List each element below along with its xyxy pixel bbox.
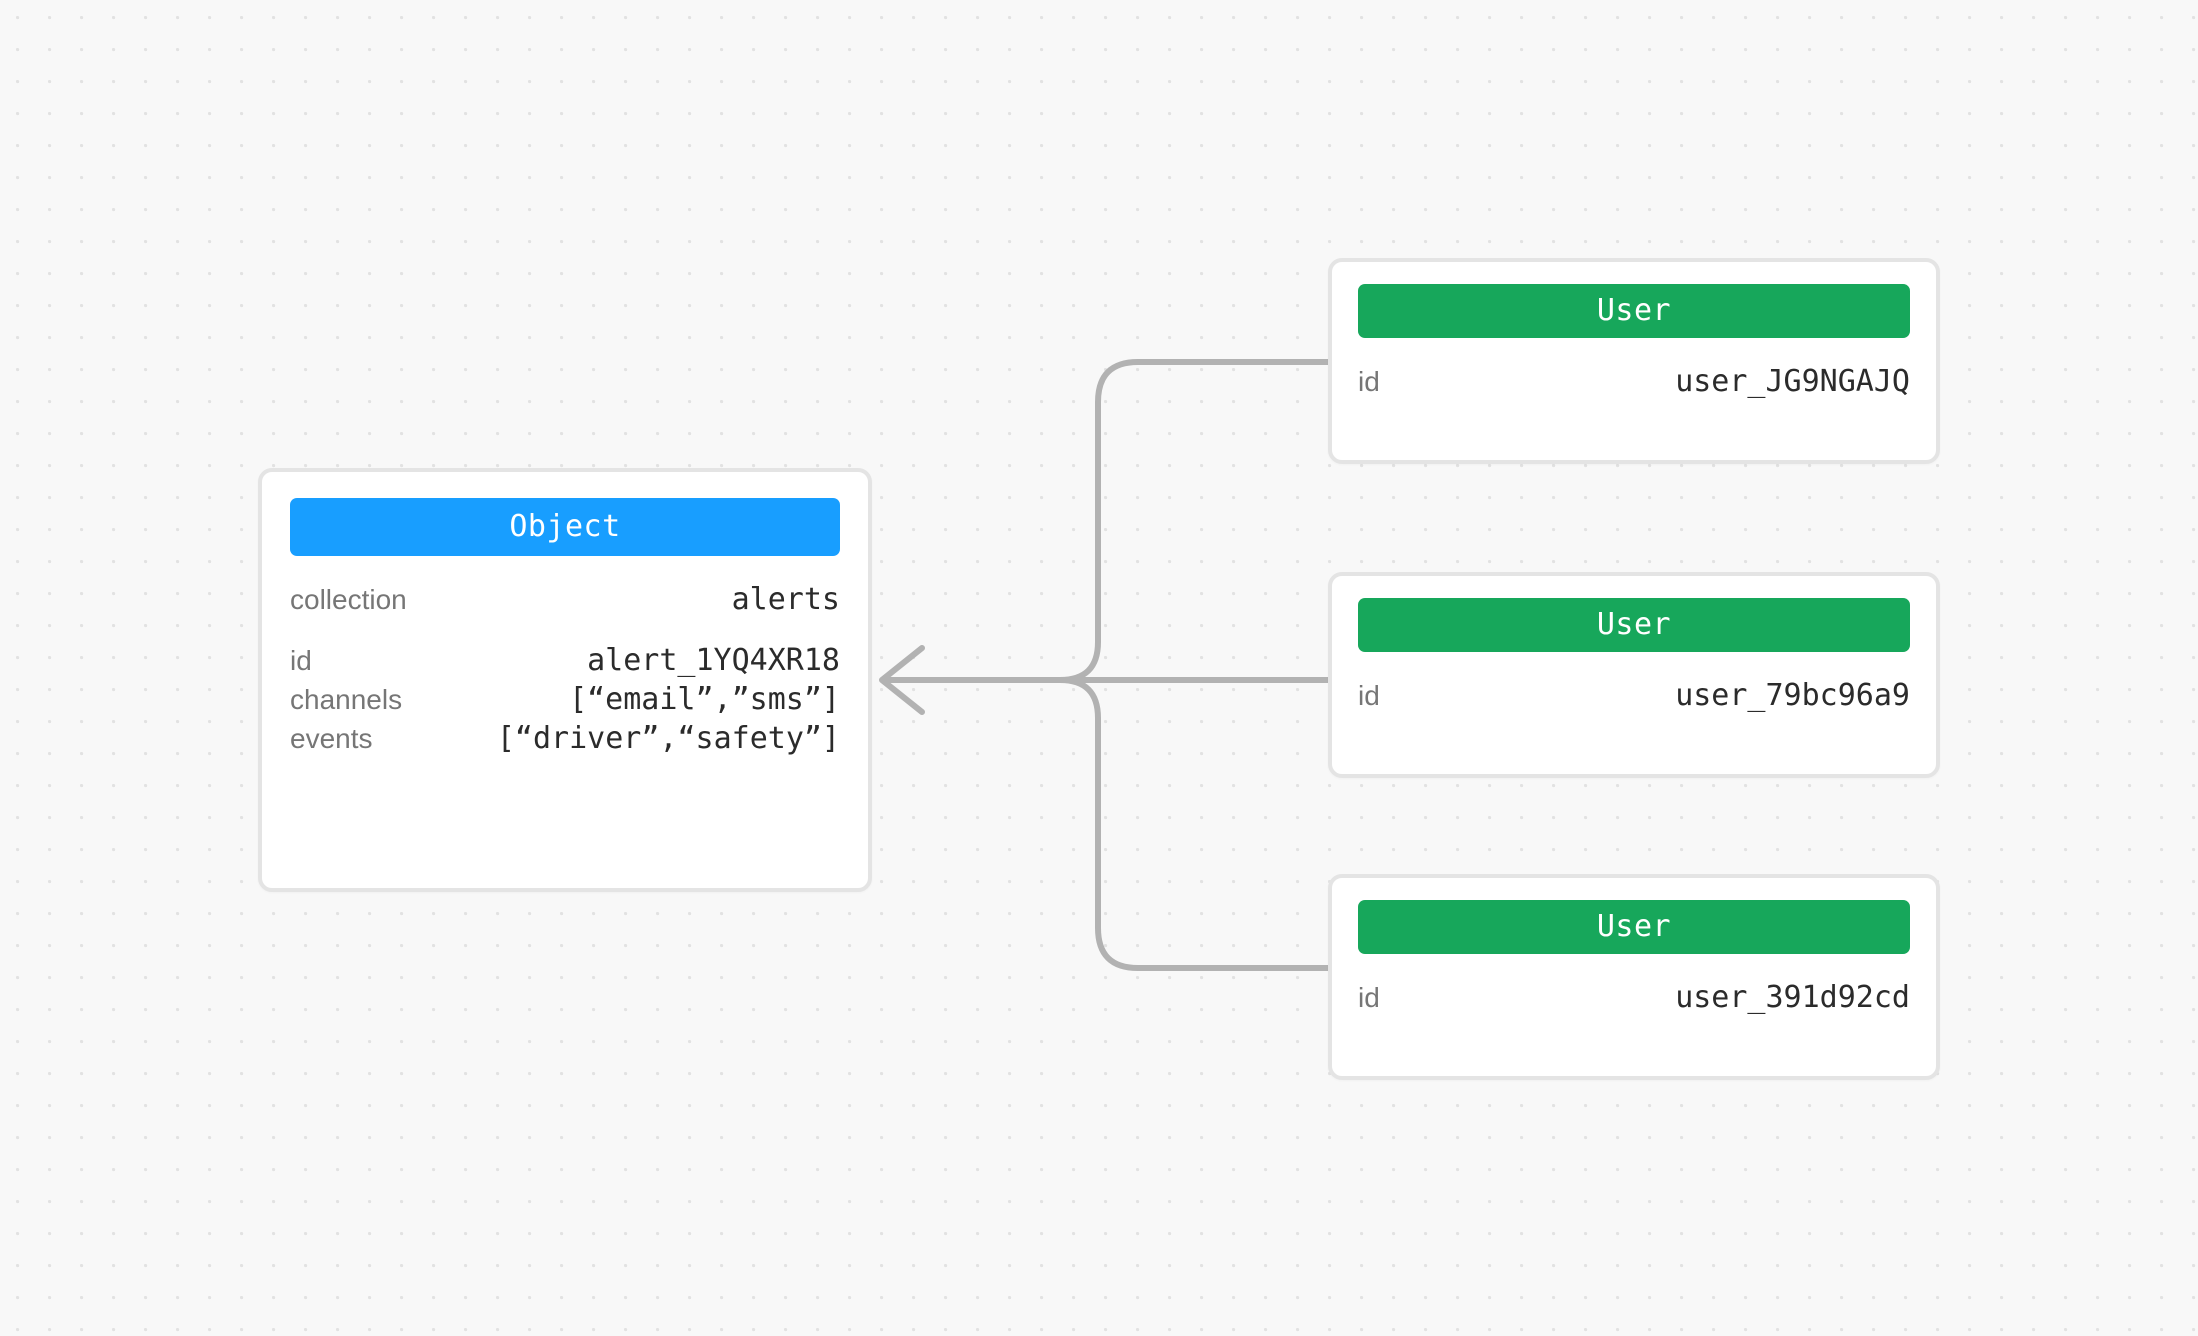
connector-edge-user-0 [1057, 359, 1331, 683]
user-node-1-title: User [1358, 598, 1910, 652]
object-node-fields: collection alerts id alert_1YQ4XR18 chan… [262, 556, 868, 756]
user-node-0-title: User [1358, 284, 1910, 338]
object-node-title: Object [290, 498, 840, 556]
user-node-0-fields: id user_JG9NGAJQ [1332, 338, 1936, 399]
user-node-2-title: User [1358, 900, 1910, 954]
user-node-2-field-id: id user_391d92cd [1358, 980, 1910, 1015]
object-node[interactable]: Object collection alerts id alert_1YQ4XR… [258, 468, 872, 892]
user-node-0-field-id: id user_JG9NGAJQ [1358, 364, 1910, 399]
object-field-events-key: events [290, 723, 373, 754]
object-field-id-value: alert_1YQ4XR18 [587, 643, 840, 678]
object-field-channels-key: channels [290, 684, 403, 715]
user-node-0[interactable]: User id user_JG9NGAJQ [1328, 258, 1940, 464]
user-node-1-fields: id user_79bc96a9 [1332, 652, 1936, 713]
user-node-0-field-id-key: id [1358, 366, 1380, 397]
user-node-2[interactable]: User id user_391d92cd [1328, 874, 1940, 1080]
user-node-1-field-id: id user_79bc96a9 [1358, 678, 1910, 713]
object-field-id-key: id [290, 645, 312, 676]
user-node-0-field-id-value: user_JG9NGAJQ [1675, 364, 1910, 399]
object-field-group-divider [290, 617, 840, 643]
connector-arrowhead-icon [879, 645, 925, 715]
object-field-events: events [“driver”,“safety”] [290, 721, 840, 756]
user-node-2-fields: id user_391d92cd [1332, 954, 1936, 1015]
object-field-channels: channels [“email”,”sms”] [290, 682, 840, 717]
object-field-channels-value: [“email”,”sms”] [569, 682, 840, 717]
user-node-1-field-id-key: id [1358, 680, 1380, 711]
user-node-1-field-id-value: user_79bc96a9 [1675, 678, 1910, 713]
user-node-2-field-id-key: id [1358, 982, 1380, 1013]
object-field-events-value: [“driver”,“safety”] [496, 721, 840, 756]
object-field-collection: collection alerts [290, 582, 840, 617]
object-field-collection-value: alerts [731, 582, 840, 617]
object-field-collection-key: collection [290, 584, 407, 615]
connector-edge-user-2 [1057, 677, 1331, 971]
user-node-1[interactable]: User id user_79bc96a9 [1328, 572, 1940, 778]
user-node-2-field-id-value: user_391d92cd [1675, 980, 1910, 1015]
object-field-id: id alert_1YQ4XR18 [290, 643, 840, 678]
